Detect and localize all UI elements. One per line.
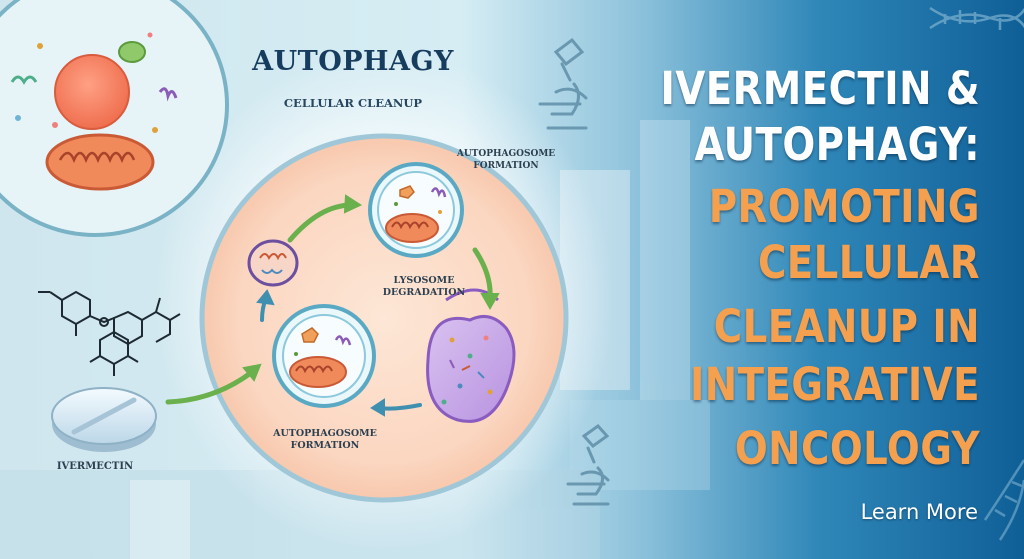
microscope-icon [538,37,588,130]
autophagy-process-diagram [165,133,569,503]
headline-line-1: IVERMECTIN & [660,62,980,115]
animal-cell-illustration [0,0,229,237]
headline-line-3: PROMOTING [708,180,980,233]
headline-line-5: CLEANUP IN [713,300,980,353]
process-arrows [165,194,500,417]
diagram-title: AUTOPHAGY [252,46,454,77]
dna-helix-icon [929,6,1024,30]
headline-line-7: ONCOLOGY [734,422,980,475]
lysosome-fusion [426,288,516,423]
headline-line-4: CELLULAR [757,236,980,289]
headline-line-6: INTEGRATIVE [689,358,980,411]
autophagosome-bottom [272,304,376,408]
molecule-structure-icon [38,290,181,376]
pill-tablet-icon [51,387,157,452]
headline-line-2: AUTOPHAGY: [694,118,980,171]
autophagosome-top [368,162,464,258]
microscope-icon [566,424,610,506]
dna-helix-icon [983,459,1024,541]
diagram-subtitle: CELLULAR CLEANUP [283,96,423,110]
cargo-vesicle [247,239,299,287]
drug-label: IVERMECTIN [56,461,134,472]
learn-more-link[interactable]: Learn More [860,500,978,524]
